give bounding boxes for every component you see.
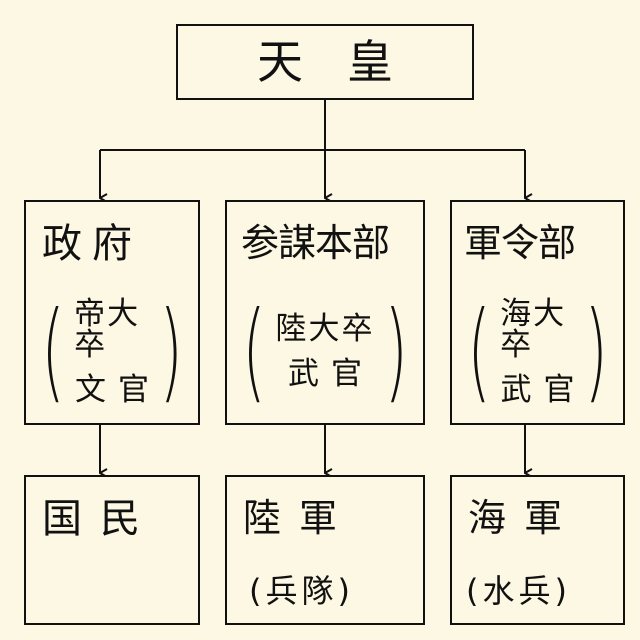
sanbo-honbu-box: 参謀本部 ( 陸大卒 武官 ) <box>225 200 425 425</box>
emperor-label: 天皇 <box>257 35 437 89</box>
rikugun-box: 陸軍 (兵隊) <box>225 475 425 625</box>
open-paren: ( <box>242 289 266 414</box>
emperor-box: 天皇 <box>176 24 474 100</box>
gunreibu-note-line2: 武官 <box>500 371 587 408</box>
rikugun-sub: (兵隊) <box>249 572 354 610</box>
gunreibu-note: ( 海大卒 武官 ) <box>458 292 617 412</box>
gunreibu-box: 軍令部 ( 海大卒 武官 ) <box>450 200 625 425</box>
close-paren: ) <box>159 289 183 414</box>
seifu-note-line2: 文官 <box>75 371 161 408</box>
kokumin-label: 国民 <box>42 496 158 542</box>
seifu-note-line1: 帝大卒 <box>74 295 141 363</box>
open-paren: ( <box>467 289 491 414</box>
kaigun-label: 海軍 <box>468 496 581 540</box>
sanbo-honbu-note-line1: 陸大卒 <box>275 311 375 347</box>
seifu-note: ( 帝大卒 文官 ) <box>32 292 192 412</box>
kaigun-sub: (水兵) <box>466 572 571 610</box>
gunreibu-note-line1: 海大卒 <box>500 295 567 363</box>
kokumin-box: 国民 <box>24 475 200 625</box>
close-paren: ) <box>584 289 608 414</box>
rikugun-label: 陸軍 <box>243 496 356 540</box>
kaigun-box: 海軍 (水兵) <box>450 475 625 625</box>
gunreibu-label: 軍令部 <box>464 221 576 265</box>
seifu-label: 政府 <box>42 221 142 267</box>
close-paren: ) <box>384 289 408 414</box>
sanbo-honbu-note: ( 陸大卒 武官 ) <box>233 292 417 412</box>
open-paren: ( <box>41 289 65 414</box>
seifu-box: 政府 ( 帝大卒 文官 ) <box>24 200 200 425</box>
sanbo-honbu-note-line2: 武官 <box>288 356 374 392</box>
sanbo-honbu-label: 参謀本部 <box>241 221 390 265</box>
